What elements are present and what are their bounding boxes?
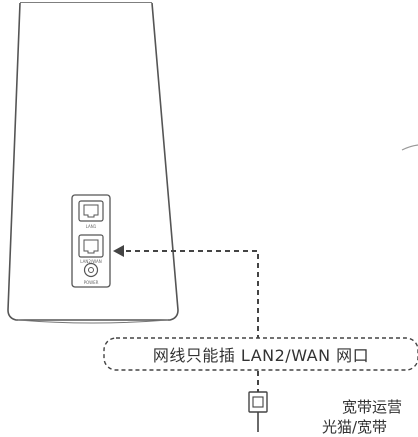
power-jack xyxy=(83,262,99,278)
cable-plug-icon xyxy=(248,391,268,432)
isp-device-edge xyxy=(401,144,418,151)
router-base-line xyxy=(17,319,169,324)
dashed-cable-path xyxy=(126,250,259,339)
callout-bubble xyxy=(103,337,418,371)
lan1-port-label: LAN1 xyxy=(86,224,97,229)
lan2-wan-port xyxy=(78,234,104,258)
isp-device-label-line1: 宽带运营 xyxy=(342,398,403,416)
lan2-wan-port-label: LAN2/WAN xyxy=(80,259,101,264)
lan1-port xyxy=(78,200,104,222)
callout-text: 网线只能插 LAN2/WAN 网口 xyxy=(152,346,370,365)
arrow-head-icon xyxy=(113,245,124,257)
power-label: POWER xyxy=(84,280,99,285)
isp-device-label-line2: 光猫/宽带 xyxy=(322,418,388,436)
router-body xyxy=(7,2,179,321)
